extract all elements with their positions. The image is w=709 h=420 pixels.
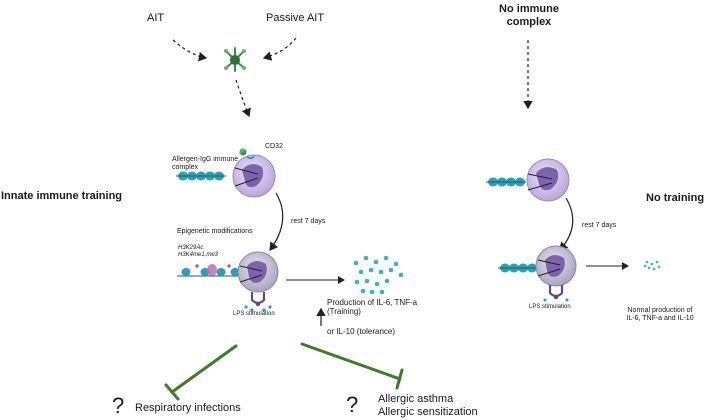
input-passive-ait-label: Passive AIT <box>266 12 325 24</box>
immune-complex-label-line1: Allergen-IgG immune <box>172 156 239 163</box>
no-immune-complex-label: No immune complex <box>492 3 566 28</box>
epigenetic-mark-2: H3K4me1,me3 <box>178 251 219 258</box>
no-immune-complex-line1: No immune <box>499 3 559 15</box>
innate-immune-training-title: Innate immune training <box>1 190 123 202</box>
arrow-icon <box>269 192 284 251</box>
production-line1: Production of IL-6, TNF-a <box>327 298 418 307</box>
arrow-icon <box>262 37 297 61</box>
production-line2: (Training) <box>327 307 361 317</box>
allergic-asthma-label: Allergic asthma <box>378 393 454 405</box>
tolerance-label: or IL-10 (tolerance) <box>327 327 396 336</box>
cd32-label: CD32 <box>265 143 283 150</box>
immune-complex-label-line2: complex <box>172 164 199 172</box>
dna-icon <box>486 177 526 187</box>
question-mark-respiratory: ? <box>112 393 125 418</box>
arrow-icon <box>235 79 251 118</box>
normal-production-line2: IL-6, TNF-a and IL-10 <box>626 315 694 323</box>
input-ait-label: AIT <box>147 12 165 24</box>
normal-production-line1: Normal production of <box>627 307 693 314</box>
monocyte-icon <box>237 251 279 293</box>
no-immune-complex-line2: complex <box>506 15 552 28</box>
right-lps-label: LPS stimulation <box>529 304 571 310</box>
monocyte-icon <box>535 245 577 287</box>
dna-icon <box>176 171 226 181</box>
no-training-title: No training <box>646 192 705 204</box>
normal-production-label: Normal production of IL-6, TNF-a and IL-… <box>612 307 708 323</box>
epigenetic-title: Epigenetic modifications <box>177 228 253 235</box>
dna-icon <box>498 263 538 273</box>
immune-complex-label: Allergen-IgG immune complex <box>172 156 238 172</box>
left-rest-label: rest 7 days <box>291 218 326 225</box>
allergic-outcomes-label: Allergic asthma Allergic sensitization <box>378 393 478 418</box>
question-mark-allergy: ? <box>346 392 359 417</box>
respiratory-infections-label: Respiratory infections <box>135 402 241 414</box>
epigenetic-mark-1: H3K29Ac <box>178 245 204 251</box>
dna-icon <box>177 264 250 277</box>
receptor-icon <box>543 285 569 302</box>
receptor-icon <box>244 292 272 312</box>
left-lps-label: LPS stimulation <box>233 311 275 317</box>
right-rest-label: rest 7 days <box>582 222 617 229</box>
arrow-icon <box>559 197 574 251</box>
allergic-sensitization-label: Allergic sensitization <box>378 405 478 418</box>
cytokine-dots-icon <box>353 255 404 295</box>
epigenetic-marks: H3K29Ac H3K4me1,me3 <box>178 245 218 259</box>
production-label: Production of IL-6, TNF-a (Training) <box>327 298 417 316</box>
monocyte-icon <box>526 158 570 202</box>
immune-complex-icon <box>239 148 255 160</box>
arrow-icon <box>172 39 208 62</box>
monocyte-icon <box>232 154 276 198</box>
immune-complex-icon <box>224 47 246 72</box>
inhibition-line-icon <box>164 344 238 401</box>
inhibition-line-icon <box>300 342 404 390</box>
cytokine-dots-icon <box>643 260 661 271</box>
